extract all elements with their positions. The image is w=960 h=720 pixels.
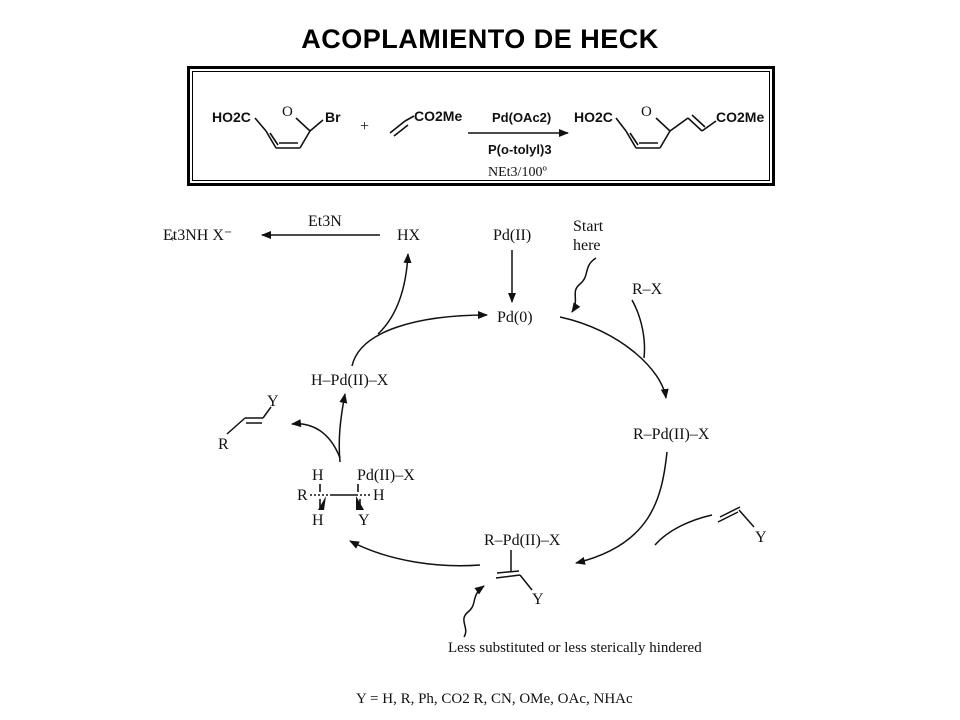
incoming-alkene	[717, 506, 755, 528]
reactant2-ester-label: CO2Me	[414, 108, 462, 124]
oxidative-addition-arrow	[559, 316, 669, 399]
reaction-scheme: HO2C O Br + CO2Me Pd(OAc2) P(o-tolyl)3 N…	[212, 104, 764, 180]
intermediate-r: R	[297, 487, 308, 504]
furan-oxygen-2: O	[641, 104, 652, 120]
ammonium-plus: +	[170, 234, 176, 245]
product-acid-label: HO2C	[574, 109, 613, 125]
pd2-label: Pd(II)	[493, 227, 531, 244]
intermediate-wedge-right	[356, 496, 364, 510]
reaction-frame-inner	[192, 71, 770, 181]
reactant1-acid-label: HO2C	[212, 109, 251, 125]
acrylate-bonds	[389, 115, 415, 137]
intermediate-y: Y	[358, 512, 370, 529]
r-pd-x-label: R–Pd(II)–X	[633, 426, 710, 443]
furan-ring-1	[254, 117, 324, 149]
y-definition: Y = H, R, Ph, CO2 R, CN, OMe, OAc, NHAc	[356, 691, 633, 707]
furan-oxygen-1: O	[282, 104, 293, 120]
reagent-palladium-acetate: Pd(OAc2)	[492, 110, 551, 125]
alkene-y-label: Y	[755, 529, 767, 546]
product-y-label: Y	[267, 393, 279, 410]
intermediate-pdx: Pd(II)–X	[357, 467, 415, 484]
intermediate-bonds	[310, 484, 372, 510]
insertion-arrow	[349, 540, 481, 567]
catalyst-regeneration-arrow	[351, 311, 488, 367]
start-label-line1: Start	[573, 218, 604, 235]
rx-entry-curve	[631, 299, 646, 359]
selectivity-note: Less substituted or less sterically hind…	[448, 640, 702, 656]
intermediate-wedge-left	[318, 496, 326, 510]
page-title: ACOPLAMIENTO DE HECK	[301, 24, 659, 54]
hx-release-arrow	[377, 253, 412, 335]
base-triethylamine: Et3N	[308, 213, 342, 230]
reaction-conditions: NEt3/100º	[488, 165, 547, 180]
furan-ring-2	[615, 114, 717, 149]
plus-sign: +	[360, 118, 369, 135]
product-release-arrow	[291, 419, 341, 459]
note-squiggle-arrow	[463, 585, 485, 638]
pi-complex-y-label: Y	[532, 591, 544, 608]
pi-complex-alkene	[495, 570, 533, 591]
alkene-entry-curve	[654, 514, 713, 546]
reaction-frame-outer	[187, 66, 775, 186]
pi-complex-label: R–Pd(II)–X	[484, 532, 561, 549]
ammonium-salt: Et3NH X⁻	[163, 227, 232, 244]
product-ester-label: CO2Me	[716, 109, 764, 125]
intermediate-h-bottom: H	[312, 512, 324, 529]
start-label-line2: here	[573, 237, 601, 254]
coordination-arrow	[575, 451, 668, 565]
intermediate-h-top: H	[312, 467, 324, 484]
aryl-halide-label: R–X	[632, 281, 663, 298]
intermediate-h-right: H	[373, 487, 385, 504]
reagent-phosphine: P(o-tolyl)3	[488, 142, 552, 157]
catalytic-cycle: + Et3NH X⁻ Et3N HX Pd(II) Start here Pd(…	[163, 213, 767, 707]
h-pd-x-label: H–Pd(II)–X	[311, 372, 389, 389]
hx-label: HX	[397, 227, 421, 244]
product-r-label: R	[218, 436, 229, 453]
pd0-label: Pd(0)	[497, 309, 533, 326]
start-squiggle-arrow	[571, 257, 597, 313]
product-alkene	[226, 406, 272, 435]
beta-elimination-arrow	[338, 393, 348, 463]
reactant1-bromo-label: Br	[325, 109, 341, 125]
